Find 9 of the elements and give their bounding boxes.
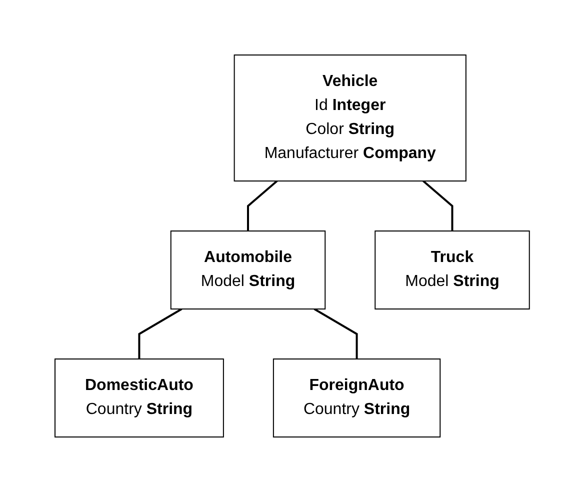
- node-box: Truck Model String: [374, 230, 530, 309]
- node-box: ForeignAuto Country String: [273, 358, 441, 437]
- connector: [314, 308, 358, 358]
- node-box: Automobile Model String: [170, 230, 326, 309]
- node-box: DomesticAuto Country String: [54, 358, 224, 437]
- connector: [138, 308, 183, 358]
- connector: [422, 180, 454, 230]
- connector: [247, 180, 278, 230]
- node-box: Vehicle Id Integer Color String Manufacturer Company: [234, 54, 467, 181]
